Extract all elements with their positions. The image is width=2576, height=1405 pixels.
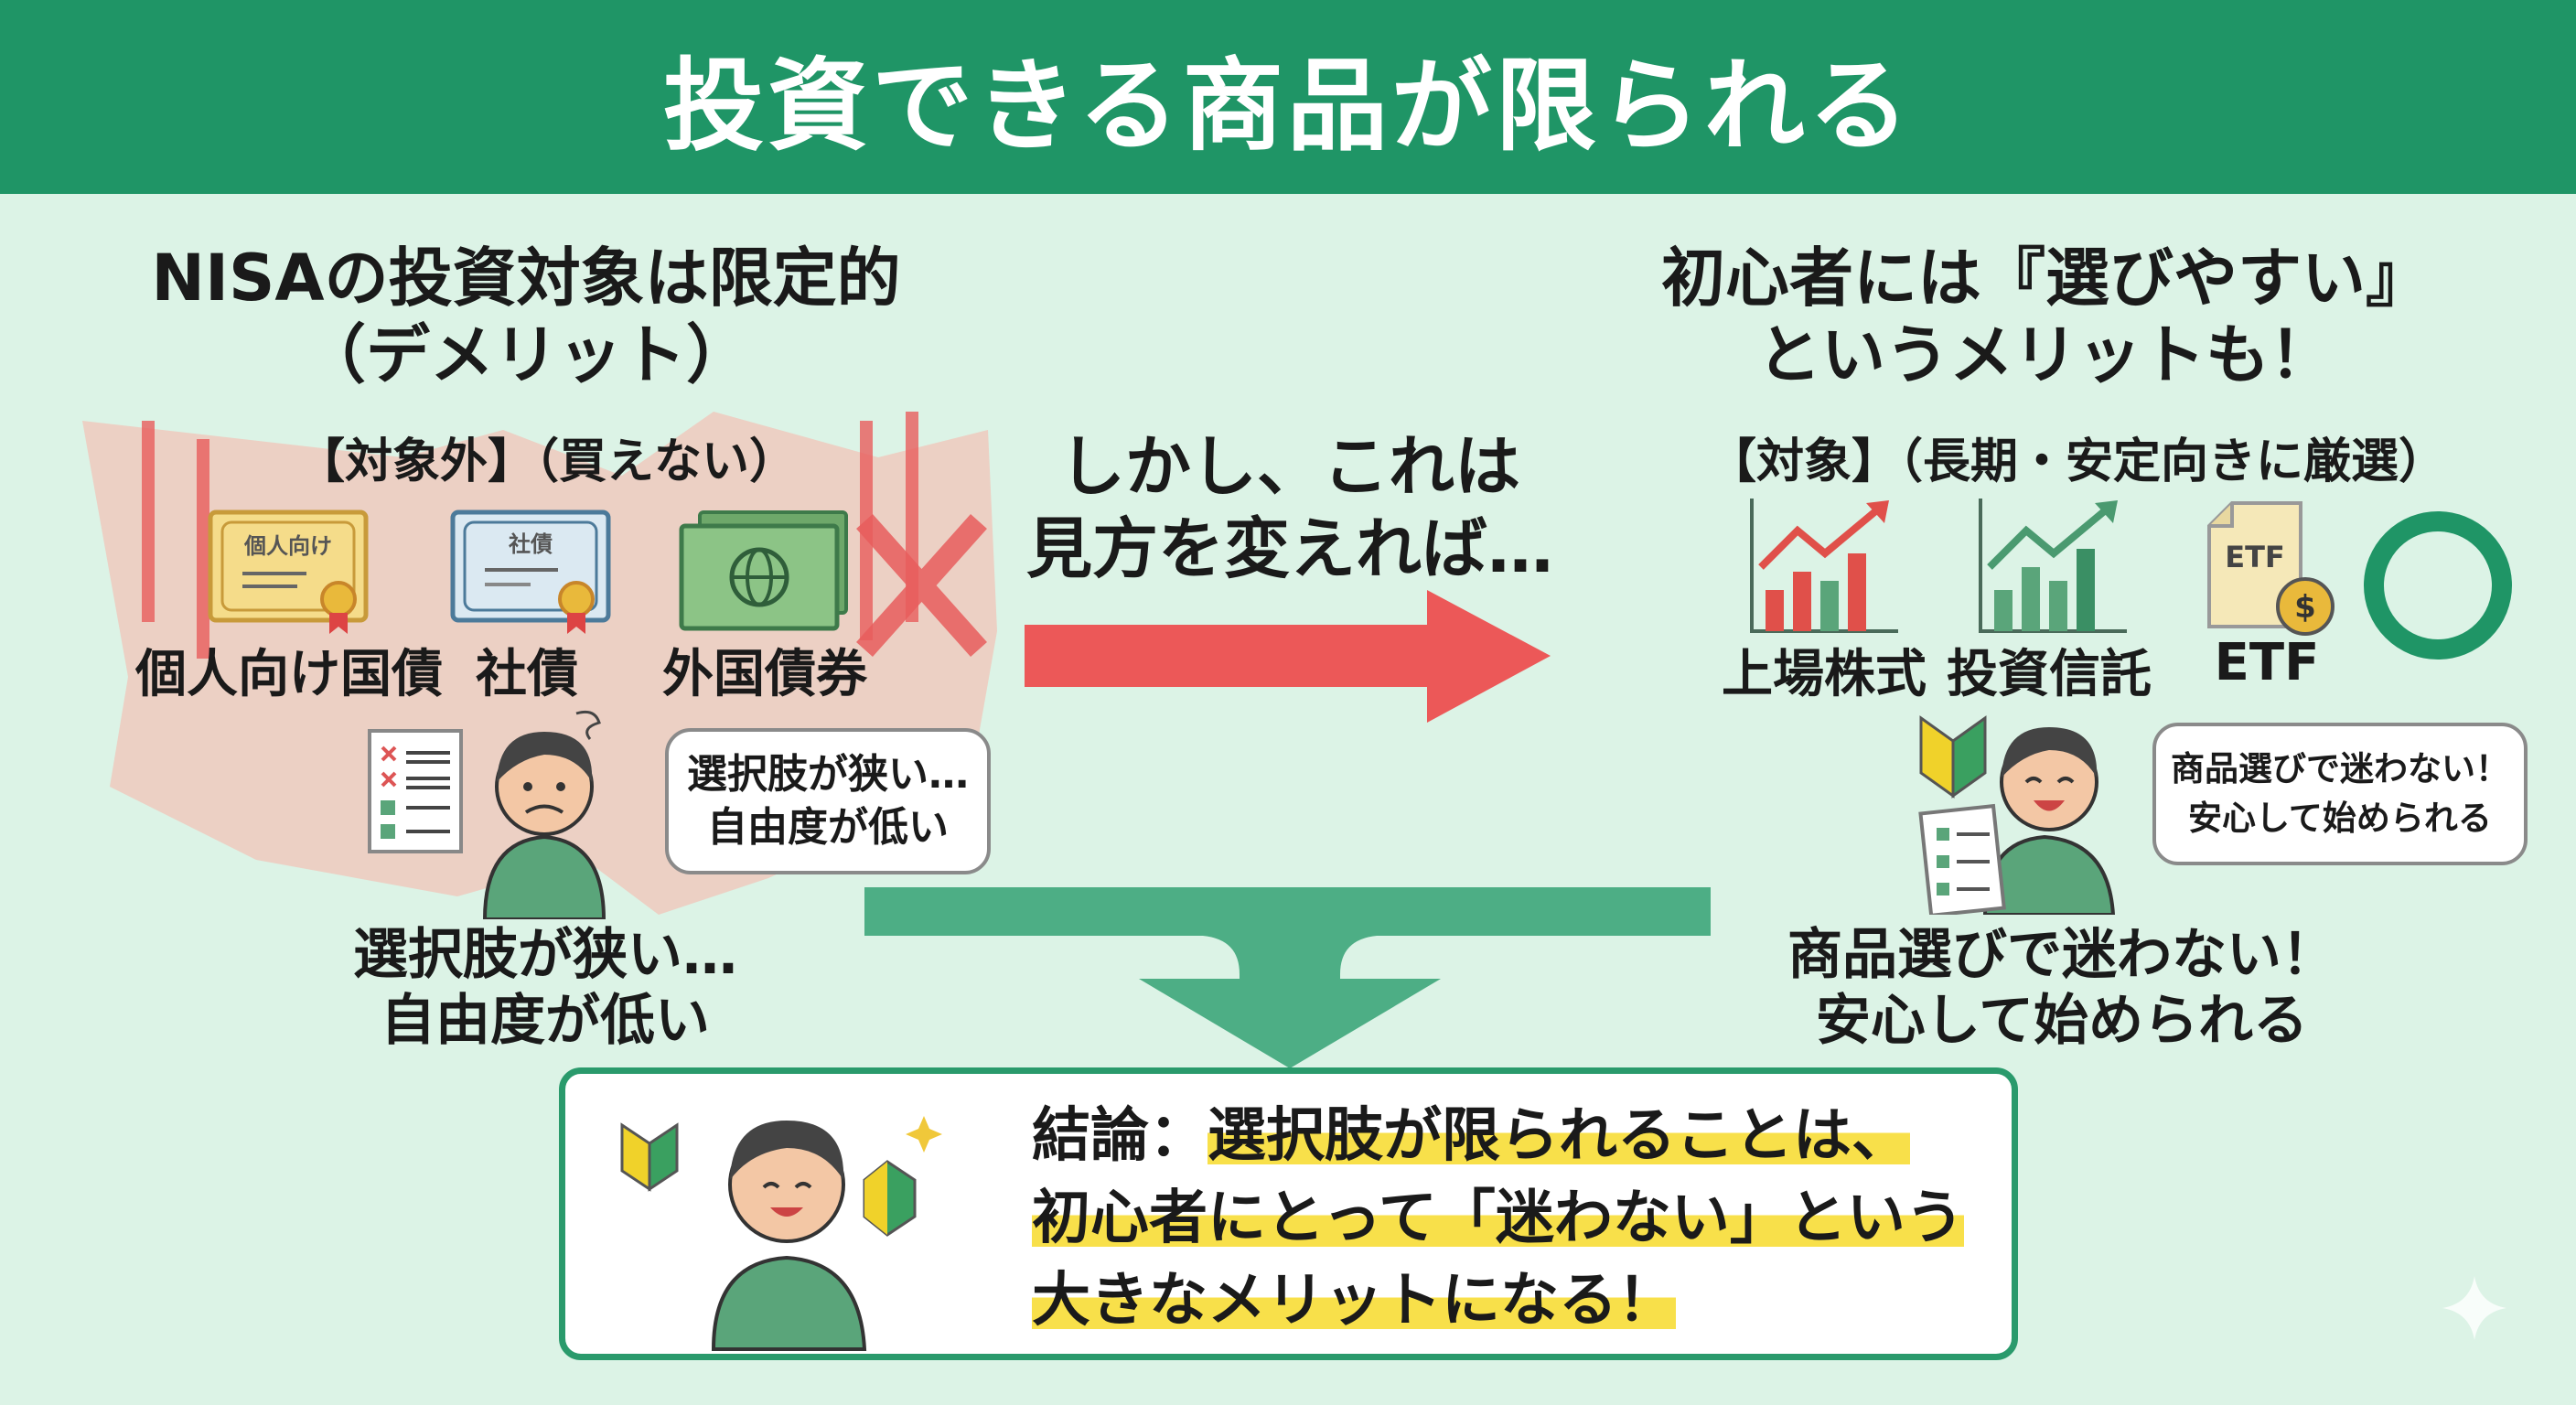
conclusion-line1: 選択肢が限られることは、: [1208, 1102, 1910, 1170]
caption-line1: 商品選びで迷わない！: [1787, 923, 2336, 987]
left-caption: 選択肢が狭い… 自由度が低い: [353, 922, 737, 1054]
bubble-line2: 自由度が低い: [707, 804, 949, 851]
certificate-text: 個人向け: [243, 533, 332, 559]
caption-line2: 自由度が低い: [381, 989, 710, 1053]
certificate-icon: 個人向け: [208, 509, 369, 634]
right-caption: 商品選びで迷わない！ 安心して始められる: [1787, 922, 2336, 1054]
caption-line2: 安心して始められる: [1815, 989, 2309, 1053]
conclusion-text: 結論：選択肢が限られることは、 初心者にとって「迷わない」という 大きなメリット…: [1032, 1095, 1964, 1342]
certificate-text: 社債: [509, 531, 553, 557]
item-label: 社債: [476, 645, 578, 704]
bubble-line2: 安心して始められる: [2188, 799, 2492, 838]
rising-chart-icon: [1979, 499, 2127, 633]
happy-person-illustration: [1918, 727, 2116, 915]
right-heading-line1: 初心者には『選びやすい』: [1661, 241, 2430, 316]
item-label: 投資信託: [1947, 645, 2152, 704]
left-subheading: 【対象外】（買えない）: [297, 434, 798, 489]
caption-line1: 選択肢が狭い…: [353, 923, 737, 987]
right-speech-bubble: 商品選びで迷わない！ 安心して始められる: [2152, 723, 2528, 865]
transition-text: しかし、これは 見方を変えれば…: [1026, 425, 1553, 590]
right-subheading: 【対象】（長期・安定向きに厳選）: [1709, 434, 2447, 489]
item-label: 外国債券: [662, 645, 867, 704]
checklist-icon: [368, 729, 463, 853]
right-heading: 初心者には『選びやすい』 というメリットも！: [1661, 240, 2430, 393]
right-arrow-icon: [1025, 590, 1551, 723]
merge-down-arrow-icon: [864, 887, 1711, 1068]
item-label: 個人向け国債: [135, 645, 443, 704]
item-label: 上場株式: [1722, 645, 1927, 704]
page-title: 投資できる商品が限られる: [663, 48, 1913, 165]
transition-line2: 見方を変えれば…: [1025, 510, 1554, 587]
left-heading: NISAの投資対象は限定的 （デメリット）: [151, 240, 900, 393]
beginner-mark-icon: [1919, 715, 1987, 799]
conclusion-line3: 大きなメリットになる！: [1032, 1267, 1676, 1335]
etf-document-icon: ETF $: [2207, 501, 2334, 636]
etf-icon-text: ETF: [2225, 540, 2285, 574]
sparkle-icon: [2442, 1276, 2506, 1340]
transition-line1: しかし、これは: [1058, 428, 1521, 505]
right-heading-line2: というメリットも！: [1757, 317, 2334, 392]
svg-text:$: $: [2294, 589, 2316, 626]
bubble-line1: 選択肢が狭い…: [687, 751, 969, 798]
worried-person-illustration: [482, 710, 606, 919]
item-label: ETF: [2214, 633, 2320, 692]
left-heading-line2: （デメリット）: [302, 317, 750, 392]
rising-chart-icon: [1750, 499, 1898, 633]
cross-mark-icon: [856, 514, 987, 657]
left-speech-bubble: 選択肢が狭い… 自由度が低い: [665, 728, 991, 874]
conclusion-line2: 初心者にとって「迷わない」という: [1032, 1185, 1964, 1252]
bubble-line1: 商品選びで迷わない！: [2171, 749, 2509, 788]
left-heading-line1: NISAの投資対象は限定的: [151, 241, 901, 316]
ok-circle-icon: [2364, 511, 2512, 660]
certificate-icon: 社債: [450, 509, 611, 634]
conclusion-prefix: 結論：: [1032, 1102, 1208, 1170]
banknote-globe-icon: [679, 510, 848, 631]
header-banner: 投資できる商品が限られる: [0, 0, 2576, 194]
beginner-person-illustration: [620, 1116, 942, 1351]
